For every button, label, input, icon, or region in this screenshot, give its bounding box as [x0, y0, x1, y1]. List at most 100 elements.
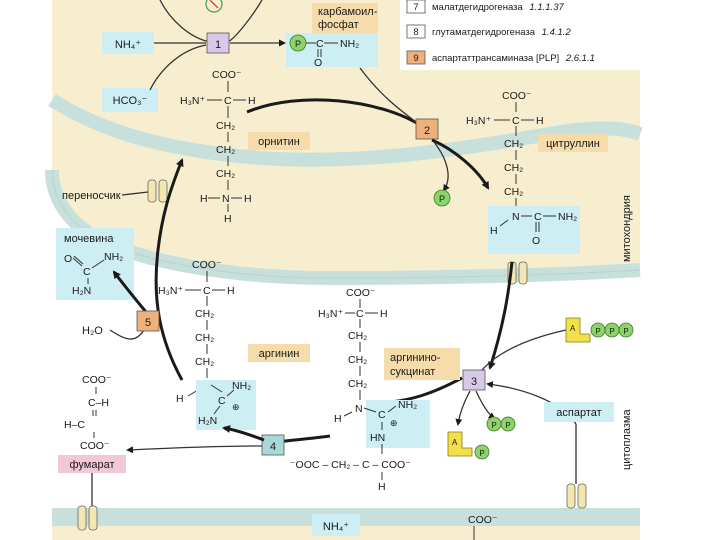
aspartate-box	[544, 402, 614, 422]
svg-text:⊕: ⊕	[232, 402, 240, 412]
svg-text:⊕: ⊕	[390, 418, 398, 428]
svg-text:N: N	[355, 403, 363, 415]
svg-text:CH₂: CH₂	[348, 330, 367, 342]
svg-text:CH₂: CH₂	[504, 138, 523, 150]
urea-label: мочевина	[64, 233, 114, 245]
legend-name-9: аспартаттрансаминаза [PLP]	[432, 53, 559, 64]
citrulline-tail: N H C NH₂ O	[490, 211, 577, 247]
step-3-badge[interactable]	[462, 369, 486, 391]
svg-text:C: C	[224, 95, 232, 107]
ornithine-structure: COO⁻ H₃N⁺ C H CH₂ CH₂ CH₂ H N H H	[180, 69, 256, 225]
svg-text:CH₂: CH₂	[216, 120, 235, 132]
svg-text:H: H	[224, 213, 232, 225]
coo-bottom-label: COO⁻	[468, 514, 498, 526]
svg-text:H₃N⁺: H₃N⁺	[466, 115, 491, 127]
svg-text:C: C	[534, 211, 542, 223]
svg-text:C: C	[356, 308, 364, 320]
nh4-bottom-box	[312, 514, 360, 536]
svg-text:H: H	[176, 393, 184, 405]
legend-ec-8: 1.4.1.2	[542, 27, 572, 38]
legend-num-8: 8	[413, 27, 418, 38]
legend-name-7: малатдегидрогеназа	[432, 2, 523, 13]
svg-text:COO⁻: COO⁻	[82, 374, 112, 386]
svg-text:малатдегидрогеназа 1.1.1: малатдегидрогеназа 1.1.1.37	[432, 2, 564, 13]
svg-text:CH₂: CH₂	[348, 354, 367, 366]
svg-text:A: A	[570, 324, 576, 333]
carbamoyl-label-box	[312, 3, 378, 33]
svg-text:P: P	[439, 194, 445, 204]
svg-text:NH₂: NH₂	[104, 251, 123, 263]
svg-text:P: P	[479, 449, 484, 458]
svg-text:H: H	[380, 308, 388, 320]
svg-text:H: H	[227, 285, 235, 297]
argsucc-label-2: сукцинат	[390, 366, 435, 378]
hco3-label: HCO₃⁻	[113, 95, 148, 107]
step-2-label: 2	[424, 125, 430, 137]
bottom-transporter	[77, 505, 98, 531]
aspartate-transporter	[566, 483, 587, 509]
svg-text:C: C	[378, 409, 386, 421]
svg-text:P: P	[595, 327, 600, 336]
svg-text:NH₂: NH₂	[558, 211, 577, 223]
step-1-badge[interactable]	[206, 32, 230, 54]
urea-box	[56, 228, 134, 300]
top-decorative-icon	[205, 0, 223, 13]
citrulline-label-box	[538, 134, 608, 152]
svg-text:CH₂: CH₂	[504, 186, 523, 198]
svg-text:H: H	[536, 115, 544, 127]
step-5-badge[interactable]	[136, 310, 160, 332]
svg-text:CH₂: CH₂	[216, 168, 235, 180]
step-1-label: 1	[215, 39, 221, 51]
step-5-label: 5	[145, 317, 151, 329]
svg-text:COO⁻: COO⁻	[80, 440, 110, 452]
ornithine-label: орнитин	[258, 136, 300, 148]
svg-text:H: H	[378, 481, 386, 493]
legend-badge-9	[406, 50, 426, 65]
svg-text:P: P	[505, 421, 510, 430]
svg-text:C: C	[316, 38, 324, 50]
nh4-bottom-label: NH₄⁺	[323, 521, 349, 533]
svg-text:O: O	[532, 235, 540, 247]
svg-text:C: C	[512, 115, 520, 127]
legend-badge-7	[406, 0, 426, 14]
svg-text:CH₂: CH₂	[195, 308, 214, 320]
svg-text:H: H	[200, 193, 208, 205]
svg-text:H₂N: H₂N	[198, 415, 217, 427]
svg-text:HN: HN	[370, 432, 385, 444]
svg-text:CH₂: CH₂	[195, 332, 214, 344]
legend-ec-9: 2.6.1.1	[565, 53, 595, 64]
amp-icon: A P	[447, 431, 490, 460]
svg-text:C: C	[83, 266, 91, 278]
arginine-structure: COO⁻ H₃N⁺ C H CH₂ CH₂ CH₂ N H	[158, 259, 235, 405]
svg-text:H: H	[490, 225, 498, 237]
svg-text:H–C: H–C	[64, 419, 85, 431]
svg-text:H₂N: H₂N	[72, 285, 91, 297]
arginine-guanidino-box	[196, 380, 256, 430]
argsucc-label-box	[384, 348, 460, 380]
argininosuccinate-guanidino-box	[366, 400, 430, 448]
svg-text:COO⁻: COO⁻	[502, 90, 532, 102]
svg-text:N: N	[512, 211, 520, 223]
mitochondria-label: митохондрия	[621, 195, 633, 262]
citrulline-label: цитруллин	[546, 138, 600, 150]
legend-num-9: 9	[413, 53, 418, 64]
ppi-icon: P P	[486, 416, 516, 432]
legend-name-8: глутаматдегидрогеназа	[432, 27, 536, 38]
svg-text:C–H: C–H	[88, 397, 109, 409]
carrier-transporter	[147, 179, 168, 203]
svg-text:N: N	[222, 193, 230, 205]
phosphate-icon	[433, 189, 451, 207]
step-4-label: 4	[270, 441, 276, 453]
inner-membrane	[48, 94, 643, 167]
svg-text:COO⁻: COO⁻	[346, 287, 376, 299]
svg-text:H: H	[248, 95, 256, 107]
legend: 7 малатдегидрогеназа 1.1.1.37 8 глутамат…	[400, 0, 640, 70]
atp-icon: A P P P	[565, 317, 634, 343]
svg-text:P: P	[295, 39, 301, 49]
carrier-label: переносчик	[62, 190, 121, 202]
svg-text:⁻OOC – CH₂ – C – COO⁻: ⁻OOC – CH₂ – C – COO⁻	[290, 459, 411, 471]
step-4-badge[interactable]	[261, 434, 285, 456]
step-2-badge[interactable]	[415, 118, 439, 140]
argininosuccinate-structure: COO⁻ H₃N⁺ C H CH₂ CH₂ CH₂ N H	[318, 287, 388, 425]
